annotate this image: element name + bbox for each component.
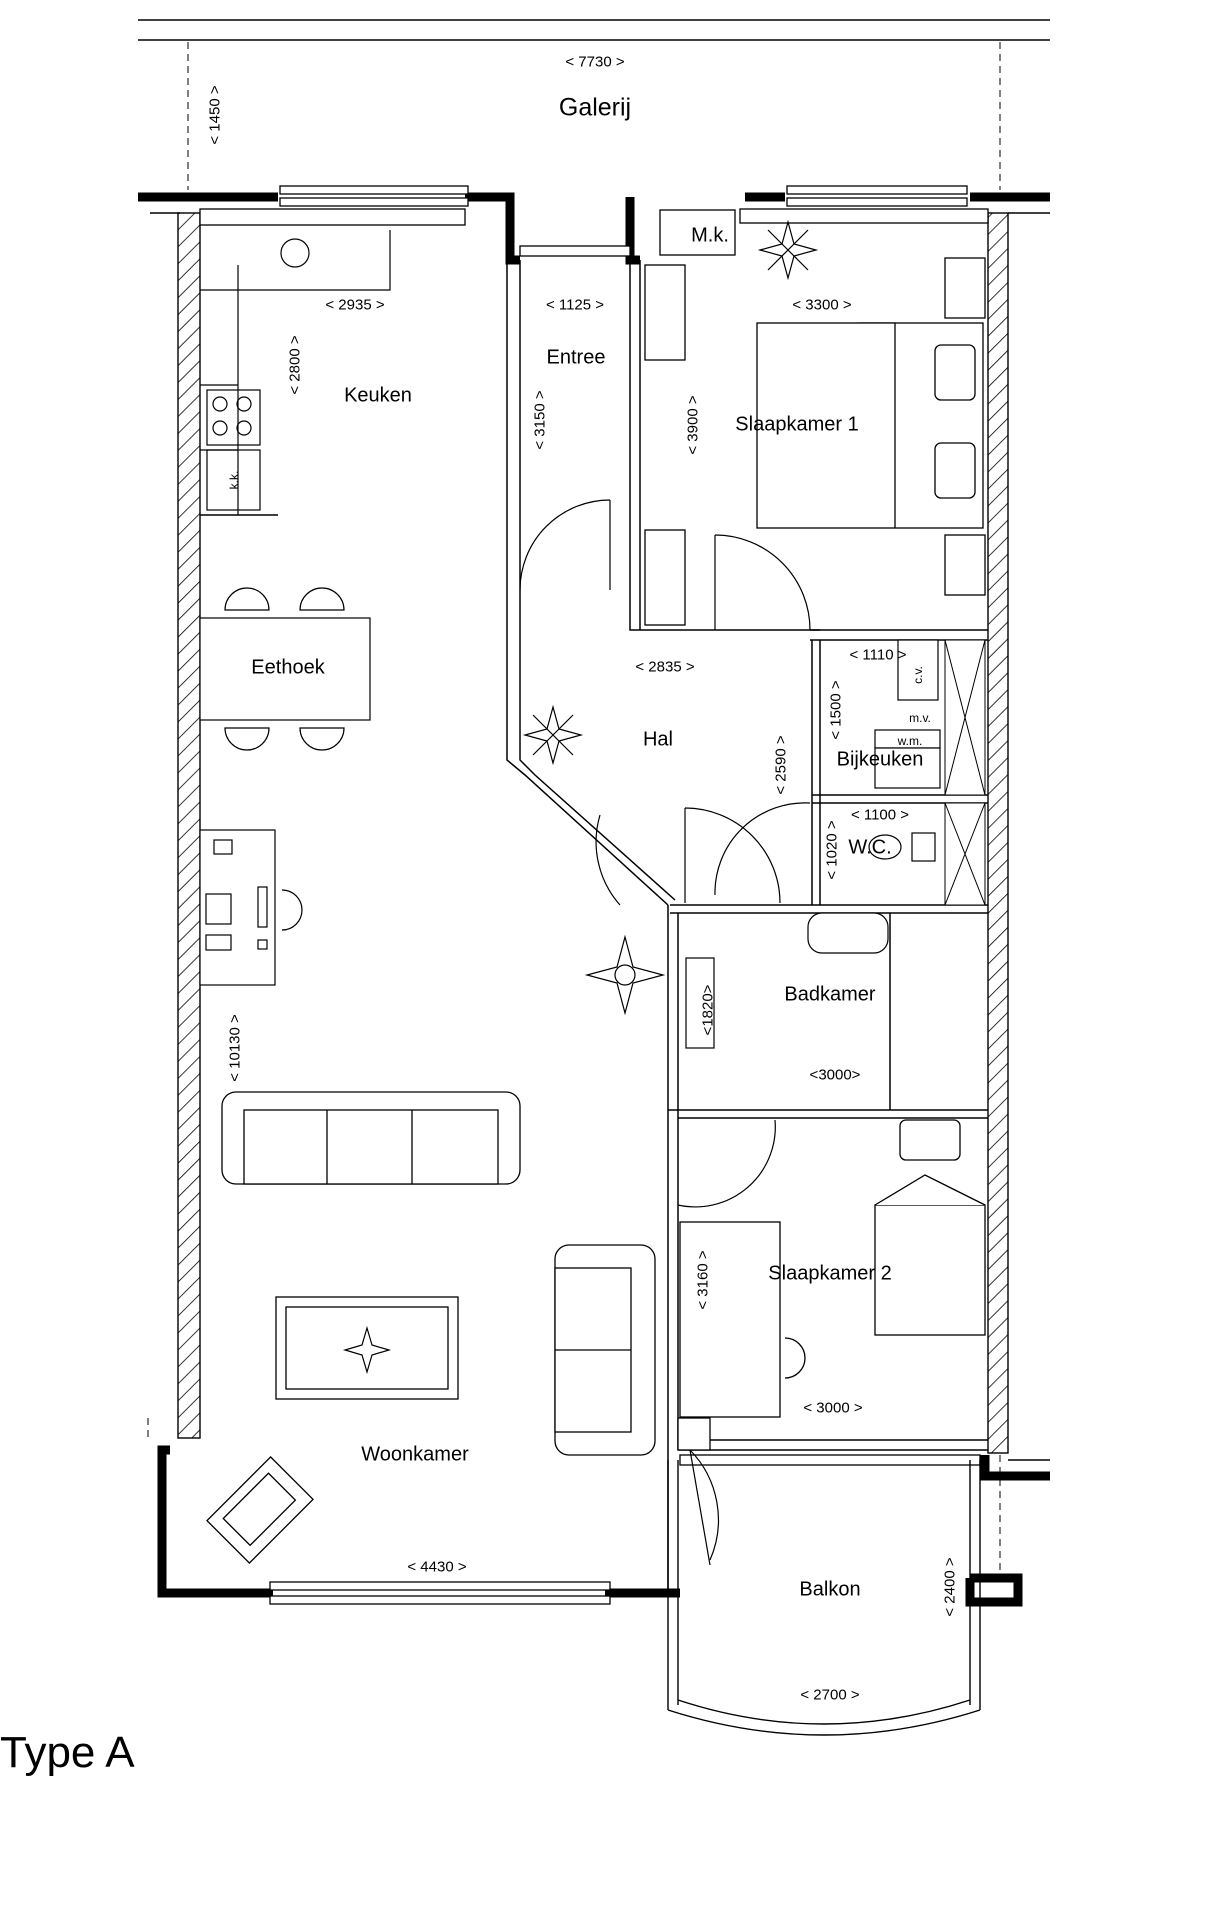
dim-keuken-width: < 2935 > — [325, 296, 385, 314]
header-lines — [138, 19, 1050, 41]
dim-galerij-depth: < 1450 > — [206, 85, 224, 145]
label-cv: c.v. — [911, 666, 925, 684]
dim-entree-width: < 1125 > — [545, 296, 605, 314]
tv-stand — [206, 1456, 314, 1564]
label-slaapkamer2: Slaapkamer 2 — [768, 1262, 892, 1285]
dim-hal-depth: < 2590 > — [772, 735, 790, 795]
storage-columns — [944, 639, 986, 906]
label-galerij: Galerij — [558, 93, 632, 122]
label-mv: m.v. — [909, 711, 931, 725]
dim-badkamer-depth: <1820> — [699, 984, 717, 1036]
dim-bijkeuken-depth: < 1500 > — [827, 680, 845, 740]
dim-wc-depth: < 1020 > — [823, 820, 841, 880]
dim-slaapkamer2-width: < 3000 > — [803, 1399, 863, 1417]
dim-entree-depth: < 3150 > — [531, 390, 549, 450]
dim-badkamer-width: <3000> — [809, 1066, 861, 1084]
dim-wc-width: < 1100 > — [850, 806, 910, 824]
dining-table — [199, 587, 371, 751]
plan-type-title: Type A — [0, 1728, 135, 1777]
exterior-walls — [177, 212, 1009, 1454]
doors — [519, 499, 811, 1566]
armchair — [554, 1244, 656, 1456]
label-keuken: Keuken — [344, 384, 412, 407]
dim-slaapkamer2-depth: < 3160 > — [694, 1250, 712, 1310]
label-slaapkamer1: Slaapkamer 1 — [735, 413, 859, 436]
dim-woonkamer-width: < 4430 > — [407, 1558, 467, 1576]
label-entree: Entree — [546, 346, 606, 369]
dim-balkon-depth: < 2400 > — [941, 1557, 959, 1617]
label-wm: w.m. — [897, 734, 923, 748]
galerij-guides — [147, 42, 1001, 1580]
kitchen-counter — [200, 230, 391, 515]
dim-bijkeuken-width: < 1110 > — [849, 646, 907, 664]
label-bijkeuken: Bijkeuken — [836, 748, 924, 771]
label-mk: M.k. — [691, 224, 729, 247]
desk — [199, 829, 303, 986]
label-badkamer: Badkamer — [784, 983, 876, 1006]
bed-2 — [677, 1119, 986, 1451]
dim-keuken-depth: < 2800 > — [286, 335, 304, 395]
label-wc: W.C. — [848, 836, 892, 859]
balcony — [667, 1460, 981, 1736]
label-balkon: Balkon — [799, 1578, 861, 1601]
dim-galerij-width: < 7730 > — [565, 53, 625, 71]
label-kk: k.k. — [227, 470, 241, 490]
thin-outer-lines — [150, 212, 1050, 1461]
dim-hal-width: < 2835 > — [635, 658, 695, 676]
plant-icons — [342, 219, 819, 1375]
bed-1 — [644, 209, 986, 626]
label-eethoek: Eethoek — [251, 656, 325, 679]
sofa — [221, 1091, 521, 1185]
label-hal: Hal — [642, 728, 674, 751]
dim-slaapkamer1-depth: < 3900 > — [684, 395, 702, 455]
coffee-table — [275, 1296, 459, 1400]
dim-balkon-width: < 2700 > — [800, 1686, 860, 1704]
bathroom-fixtures — [685, 639, 941, 1049]
dim-slaapkamer1-width: < 3300 > — [792, 296, 852, 314]
dim-woonkamer-depth: < 10130 > — [226, 1014, 244, 1082]
label-woonkamer: Woonkamer — [361, 1443, 469, 1466]
badkamer-tiles — [677, 912, 891, 1111]
windows — [199, 185, 989, 1605]
